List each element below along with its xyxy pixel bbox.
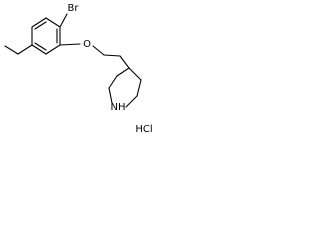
bromo-bond: [59, 13, 68, 28]
ring-bond: [136, 79, 142, 97]
ring-double-bond: [34, 21, 47, 30]
ring-bond: [108, 87, 113, 104]
ring-bond: [128, 67, 142, 81]
ring-bond: [125, 95, 138, 108]
aryl-oxygen-bond: [59, 43, 81, 46]
bromine-label: Br: [68, 3, 80, 14]
piperidine-ring: [108, 67, 142, 108]
ring-bond: [31, 17, 47, 28]
linker-bond: [103, 54, 121, 57]
ethyl-bond: [4, 45, 19, 55]
linker-bond: [119, 55, 130, 69]
ring-bond: [108, 75, 118, 89]
structure-canvas: Br O NH HCl: [0, 0, 161, 139]
benzene-ring: [31, 17, 61, 55]
oxygen-label: O: [83, 39, 91, 50]
ring-bond: [116, 67, 130, 77]
linker-bond: [92, 45, 105, 56]
ring-double-bond: [34, 42, 47, 51]
amine-label: NH: [111, 102, 126, 113]
chemical-structure-diagram: Br O NH HCl: [4, 3, 153, 135]
ring-bond: [45, 17, 61, 28]
ring-bond: [31, 44, 47, 55]
ring-bond: [45, 44, 61, 55]
hydrochloride-label: HCl: [135, 124, 152, 135]
ethyl-bond: [17, 44, 33, 55]
